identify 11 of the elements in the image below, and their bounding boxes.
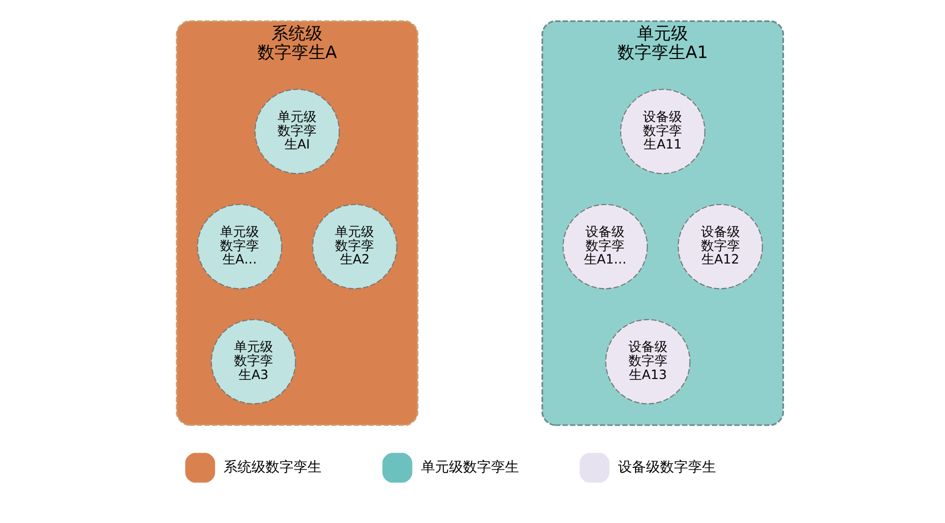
- legend-label: 设备级数字孪生: [618, 459, 716, 476]
- legend-label: 系统级数字孪生: [224, 459, 322, 476]
- legend-label: 单元级数字孪生: [420, 459, 519, 476]
- node-circle: 单元级数字孪生A…: [196, 204, 282, 290]
- node-circle: 设备级数字孪生A13: [605, 319, 690, 404]
- node-circle: 设备级数字孪生A11: [620, 88, 706, 174]
- node-circle: 单元级数字孪生A2: [312, 204, 398, 290]
- node-circle: 设备级数字孪生A12: [678, 204, 763, 290]
- node-circle: 单元级数字孪生AI: [254, 88, 340, 174]
- node-circle: 单元级数字孪生A3: [210, 319, 296, 404]
- node-circle: 设备级数字孪生A1…: [562, 204, 648, 290]
